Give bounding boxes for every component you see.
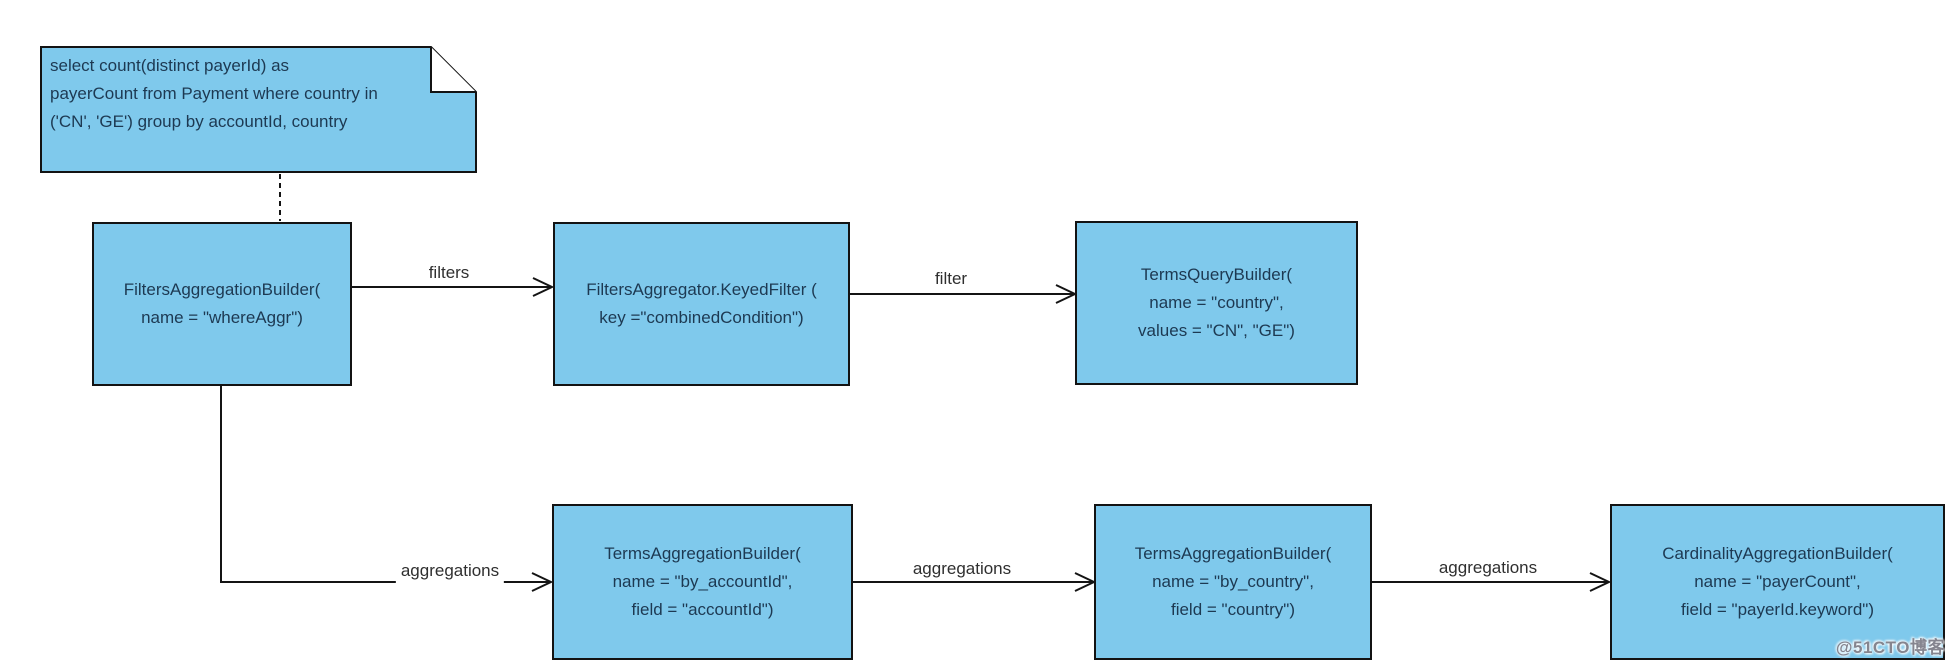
node-filters-aggregation-builder[interactable]: FiltersAggregationBuilder( name = "where… [92,222,352,386]
node-text: TermsQueryBuilder( name = "country", val… [1138,265,1295,340]
edge-label-filter: filter [929,269,973,289]
node-terms-aggregation-builder-account[interactable]: TermsAggregationBuilder( name = "by_acco… [552,504,853,660]
node-cardinality-aggregation-builder[interactable]: CardinalityAggregationBuilder( name = "p… [1610,504,1945,660]
node-terms-aggregation-builder-country[interactable]: TermsAggregationBuilder( name = "by_coun… [1094,504,1372,660]
node-text: FiltersAggregator.KeyedFilter ( key ="co… [586,280,817,327]
edge-label-aggregations-2: aggregations [907,559,1017,579]
node-text: FiltersAggregationBuilder( name = "where… [123,280,321,327]
edge-label-aggregations-1: aggregations [395,561,505,587]
node-text: TermsAggregationBuilder( name = "by_coun… [1134,544,1332,619]
node-text: TermsAggregationBuilder( name = "by_acco… [604,544,801,619]
arrowhead-icon [532,277,555,297]
sql-note[interactable]: select count(distinct payerId) as payerC… [40,46,477,173]
edge-aggregations1-line [220,386,550,583]
node-filters-aggregator-keyed-filter[interactable]: FiltersAggregator.KeyedFilter ( key ="co… [553,222,850,386]
node-text: CardinalityAggregationBuilder( name = "p… [1662,544,1893,619]
edge-label-aggregations-3: aggregations [1433,558,1543,578]
edge-label-filters: filters [423,263,475,283]
node-terms-query-builder[interactable]: TermsQueryBuilder( name = "country", val… [1075,221,1358,385]
watermark: @51CTO博客 [1835,638,1945,657]
arrowhead-icon [1589,572,1612,592]
note-text: select count(distinct payerId) as payerC… [50,56,378,131]
arrowhead-icon [531,572,554,592]
note-shape [40,46,477,173]
